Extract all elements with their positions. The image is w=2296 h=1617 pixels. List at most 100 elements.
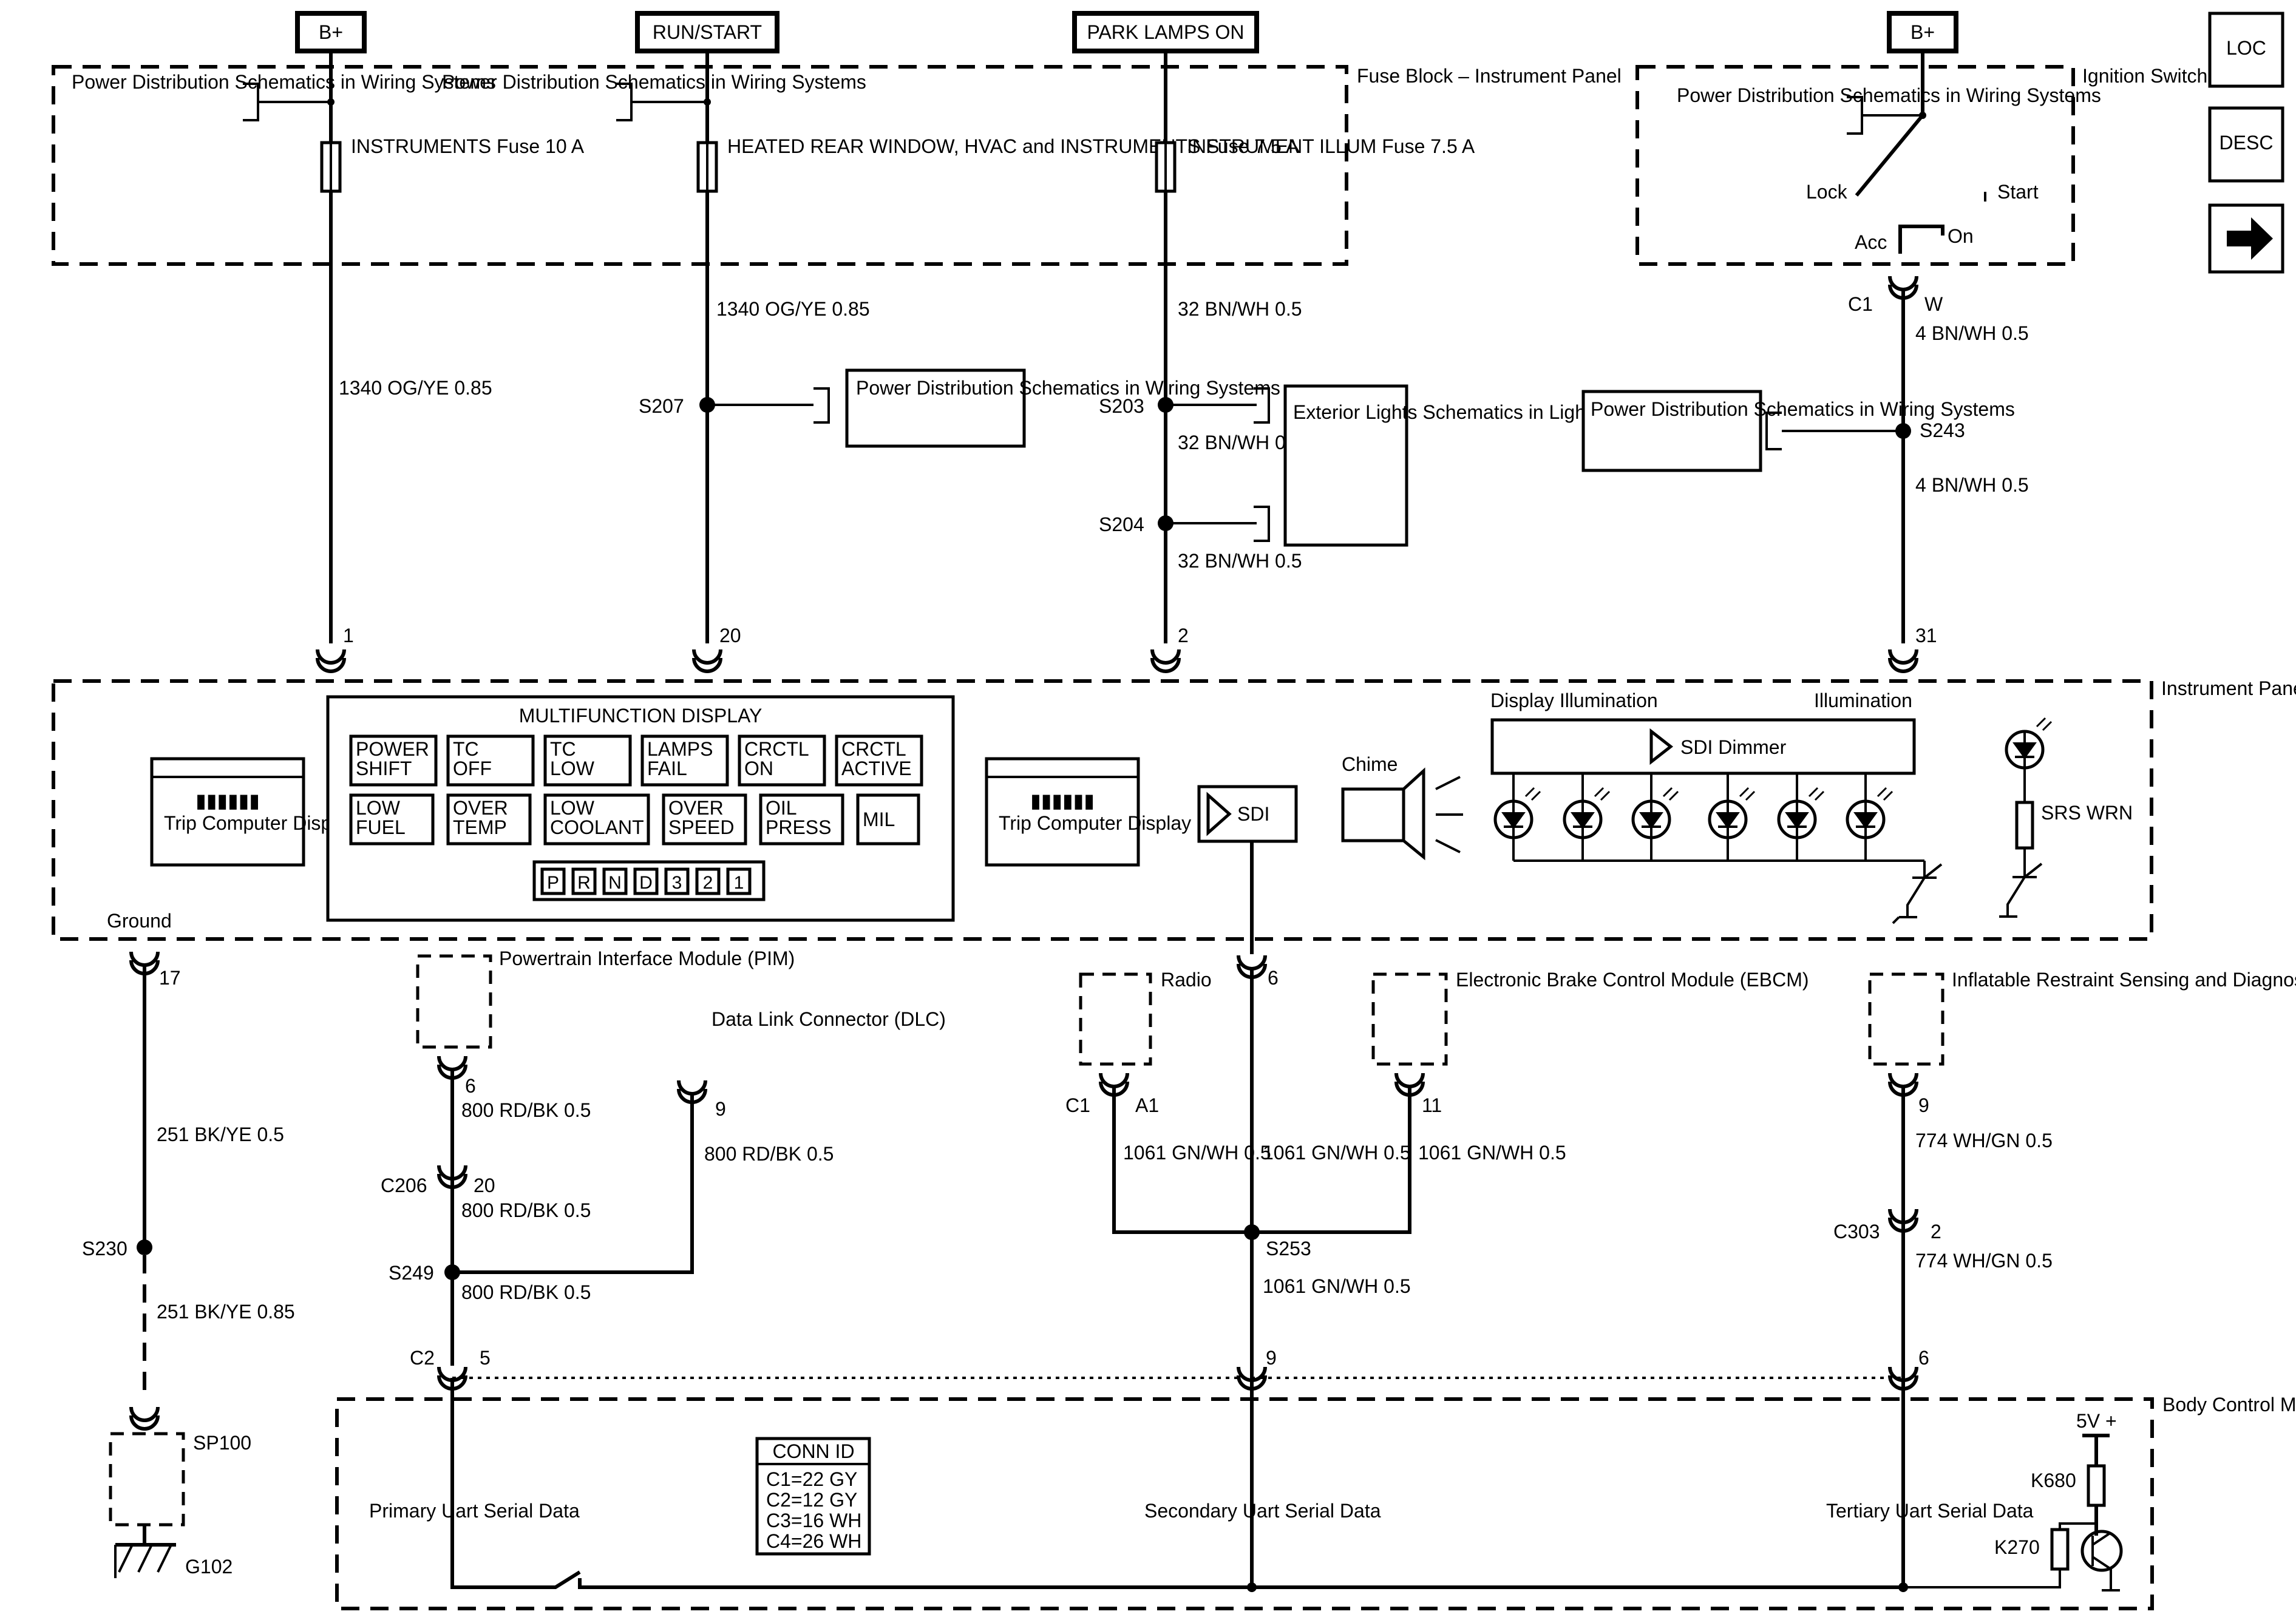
pin-2-c303: 2: [1931, 1221, 1941, 1242]
bcm-title: Body Control Module (BCM): [2162, 1394, 2296, 1415]
illumination-leds: [1495, 773, 1943, 924]
s253-label: S253: [1266, 1238, 1311, 1259]
svg-text:LOW: LOW: [550, 758, 595, 779]
svg-text:LOW: LOW: [356, 797, 401, 819]
svg-text:PRESS: PRESS: [766, 816, 831, 838]
svg-text:LOW: LOW: [550, 797, 595, 819]
ignition-start: Start: [1997, 181, 2039, 203]
bcm-pullup-circuit: 5V + K680 K270: [1903, 1410, 2123, 1592]
svg-text:OFF: OFF: [453, 758, 492, 779]
gear-indicator-d: D: [633, 867, 659, 895]
svg-text:N: N: [608, 873, 622, 893]
svg-text:B+: B+: [319, 21, 343, 43]
ipc-outline: [52, 679, 2153, 941]
svg-text:COOLANT: COOLANT: [550, 816, 644, 838]
gear-indicator-n: N: [602, 867, 628, 895]
trip-computer-right: ▮▮▮▮▮▮ Trip Computer Display: [985, 757, 1191, 867]
pin-20: 20: [719, 625, 741, 646]
loc-label: LOC: [2226, 37, 2266, 59]
pim-box: [416, 954, 492, 1049]
wire-32-b: 32 BN/WH 0.5: [1178, 432, 1302, 453]
wire-32-a: 32 BN/WH 0.5: [1178, 298, 1302, 320]
ground-label: Ground: [107, 910, 172, 932]
desc-button[interactable]: DESC: [2208, 106, 2284, 183]
svg-text:1: 1: [734, 873, 744, 893]
pd-ref-box-s207: [845, 368, 1026, 448]
gear-indicator-2: 2: [695, 867, 721, 895]
gear-indicator-1: 1: [726, 867, 752, 895]
ebcm-box: [1371, 972, 1448, 1066]
conn-id-c1: C1=22 GY: [766, 1468, 857, 1490]
ignition-title: Ignition Switch: [2082, 65, 2207, 87]
ignition-terminal: W: [1924, 293, 1943, 315]
wire-800-c: 800 RD/BK 0.5: [704, 1143, 834, 1165]
pin-9-sdm: 9: [1918, 1094, 1929, 1116]
svg-text:3: 3: [672, 873, 682, 893]
srs-warning-led: SRS WRN: [1999, 718, 2133, 918]
c2-label: C2: [410, 1347, 435, 1369]
b-plus-left-header: B+: [295, 11, 367, 53]
wire-1061-d: 1061 GN/WH 0.5: [1263, 1275, 1411, 1297]
wire-1340-b: 1340 OG/YE 0.85: [716, 298, 870, 320]
pin-a1: A1: [1135, 1094, 1159, 1116]
radio-label: Radio: [1161, 969, 1212, 991]
ground-g102-icon: [114, 1525, 176, 1578]
s204-label: S204: [1099, 514, 1144, 535]
pin-5-c2: 5: [480, 1347, 491, 1369]
v5-label: 5V +: [2076, 1410, 2117, 1432]
gear-indicator-3: 3: [664, 867, 690, 895]
sdm-label: Inflatable Restraint Sensing and Diagnos…: [1952, 969, 2296, 991]
sp100-label: SP100: [193, 1432, 251, 1454]
srs-label: SRS WRN: [2041, 802, 2133, 824]
next-button[interactable]: [2208, 203, 2284, 274]
fuse-3-label: INSTRUMENT ILLUM Fuse 7.5 A: [1187, 135, 1475, 157]
pim-label: Powertrain Interface Module (PIM): [499, 947, 795, 969]
bcm-outline: [335, 1397, 2154, 1610]
park-lamps-header: PARK LAMPS ON: [1072, 11, 1259, 53]
svg-text:ON: ON: [744, 758, 773, 779]
ignition-lock: Lock: [1806, 181, 1848, 203]
fuse-block-title: Fuse Block – Instrument Panel: [1357, 65, 1622, 87]
ext-lights-ref-box: [1283, 384, 1408, 547]
svg-text:FUEL: FUEL: [356, 816, 406, 838]
svg-text:B+: B+: [1911, 21, 1935, 43]
svg-text:PARK LAMPS ON: PARK LAMPS ON: [1087, 21, 1244, 43]
ebcm-label: Electronic Brake Control Module (EBCM): [1456, 969, 1809, 991]
tertiary-uart-label: Tertiary Uart Serial Data: [1826, 1500, 2034, 1522]
splice-s249: [444, 1264, 460, 1280]
pin-9-dlc: 9: [715, 1098, 726, 1120]
loc-button[interactable]: LOC: [2208, 12, 2284, 88]
ignition-acc: Acc: [1855, 231, 1887, 253]
pin-17: 17: [159, 967, 181, 989]
fuse-block-outline: [52, 65, 1348, 266]
pin-2: 2: [1178, 625, 1189, 646]
ignition-connector: C1: [1848, 293, 1873, 315]
ipc-title: Instrument Panel Cluster (IPC): [2161, 677, 2296, 699]
pd-ref-s243: Power Distribution Schematics in Wiring …: [1591, 398, 2015, 420]
svg-text:SPEED: SPEED: [668, 816, 734, 838]
conn-id-title: CONN ID: [772, 1440, 854, 1462]
svg-text:FAIL: FAIL: [647, 758, 687, 779]
secondary-uart-label: Secondary Uart Serial Data: [1144, 1500, 1381, 1522]
wire-1061-b: 1061 GN/WH 0.5: [1263, 1142, 1411, 1164]
c206-label: C206: [381, 1175, 427, 1196]
wire-800-a: 800 RD/BK 0.5: [461, 1099, 591, 1121]
run-start-header: RUN/START: [635, 11, 779, 53]
sdi-dimmer: SDI Dimmer: [1490, 718, 1916, 775]
wire-774-b: 774 WH/GN 0.5: [1915, 1250, 2053, 1272]
gear-indicator-p: P: [540, 867, 566, 895]
s230-label: S230: [82, 1238, 127, 1259]
ignition-pd-ref: Power Distribution Schematics in Wiring …: [1677, 84, 2101, 106]
svg-text:OVER: OVER: [453, 797, 508, 819]
wire-1340-a: 1340 OG/YE 0.85: [339, 377, 492, 399]
conn-id-c4: C4=26 WH: [766, 1530, 861, 1552]
mfd-title: MULTIFUNCTION DISPLAY: [519, 705, 763, 727]
svg-text:▮▮▮▮▮▮: ▮▮▮▮▮▮: [1030, 790, 1095, 812]
pin-6-bcm: 6: [1918, 1347, 1929, 1369]
conn-id-c3: C3=16 WH: [766, 1510, 861, 1531]
svg-text:TC: TC: [550, 738, 576, 760]
